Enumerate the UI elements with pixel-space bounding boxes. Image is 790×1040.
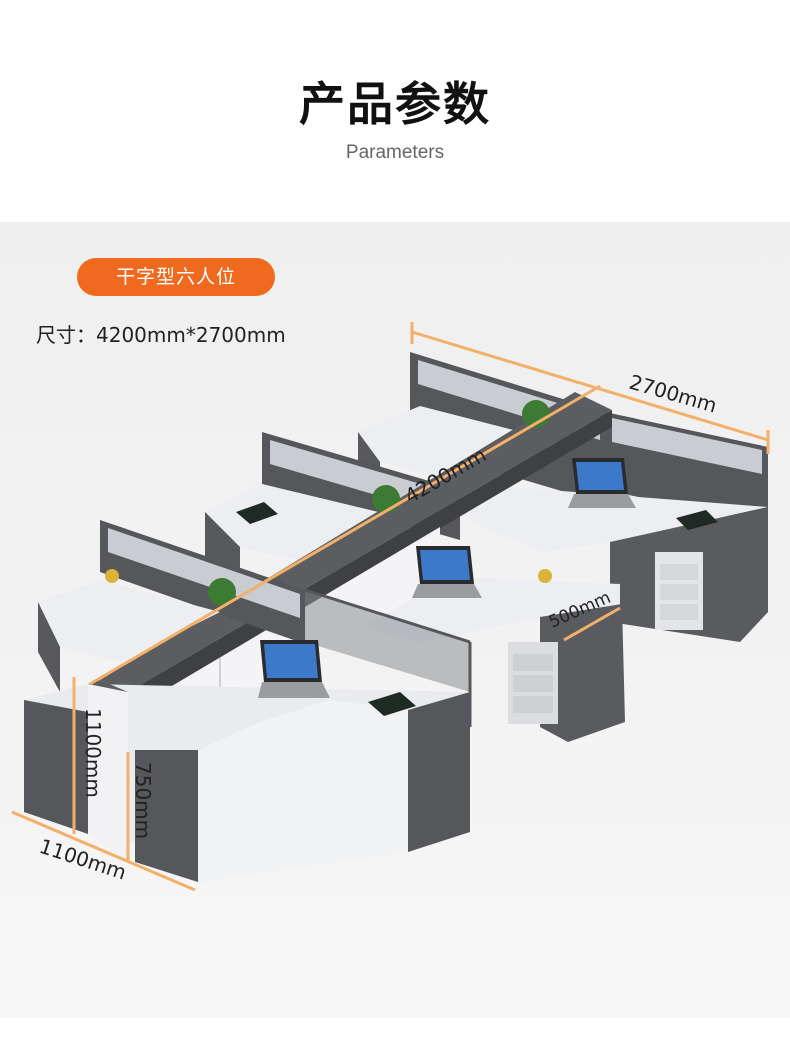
desk-front-left <box>38 580 220 692</box>
workstation-illustration: 2700mm 4200mm 1100mm 750mm 1100mm 500mm <box>11 322 770 892</box>
product-stage: 干字型六人位 尺寸：4200mm*2700mm <box>0 222 790 1018</box>
desk-front <box>24 684 470 882</box>
page-subtitle: Parameters <box>345 142 445 163</box>
laptop-front <box>258 640 330 698</box>
end-panel <box>88 680 128 862</box>
product-badge: 干字型六人位 <box>77 258 275 296</box>
dimension-lines <box>11 322 770 892</box>
front-partition-left <box>100 520 305 644</box>
size-label: 尺寸：4200mm*2700mm <box>36 323 286 347</box>
back-partition-right <box>410 352 768 524</box>
books <box>236 502 718 716</box>
dim-desk-height: 750mm <box>131 762 155 839</box>
header: 产品参数 Parameters <box>0 0 790 222</box>
footer-strip <box>0 1018 790 1040</box>
dim-screen-height: 1100mm <box>81 708 105 798</box>
page-title: 产品参数 <box>299 77 491 131</box>
laptop-middle <box>412 546 482 598</box>
laptop-back <box>568 458 636 508</box>
